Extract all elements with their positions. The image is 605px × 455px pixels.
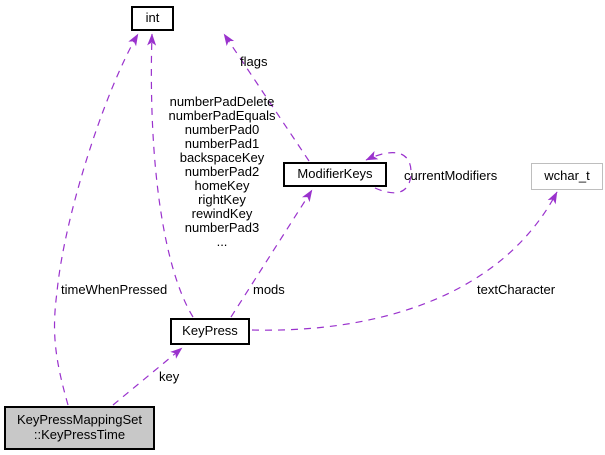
edge-label-mods: mods bbox=[253, 282, 285, 297]
edge-label-current-modifiers: currentModifiers bbox=[404, 168, 498, 183]
edge-key bbox=[112, 347, 183, 406]
node-int: int bbox=[131, 6, 174, 31]
edge-text-character bbox=[251, 191, 558, 331]
node-modifierkeys[interactable]: ModifierKeys bbox=[283, 162, 387, 187]
node-keypressmappingset-keypresstime: KeyPressMappingSet ::KeyPressTime bbox=[4, 406, 155, 450]
edge-label-text-character: textCharacter bbox=[477, 282, 556, 297]
node-keypress[interactable]: KeyPress bbox=[170, 318, 250, 345]
edge-member-list bbox=[147, 33, 194, 318]
edge-label-flags: flags bbox=[240, 54, 268, 69]
edge-current-modifiers-self-loop bbox=[365, 151, 412, 194]
edge-label-key: key bbox=[159, 369, 180, 384]
edge-time-when-pressed bbox=[53, 33, 139, 406]
edge-label-time-when-pressed: timeWhenPressed bbox=[61, 282, 168, 297]
edge-label-member-list: numberPadDelete numberPadEquals numberPa… bbox=[168, 94, 276, 249]
node-wchar-t: wchar_t bbox=[531, 163, 603, 190]
